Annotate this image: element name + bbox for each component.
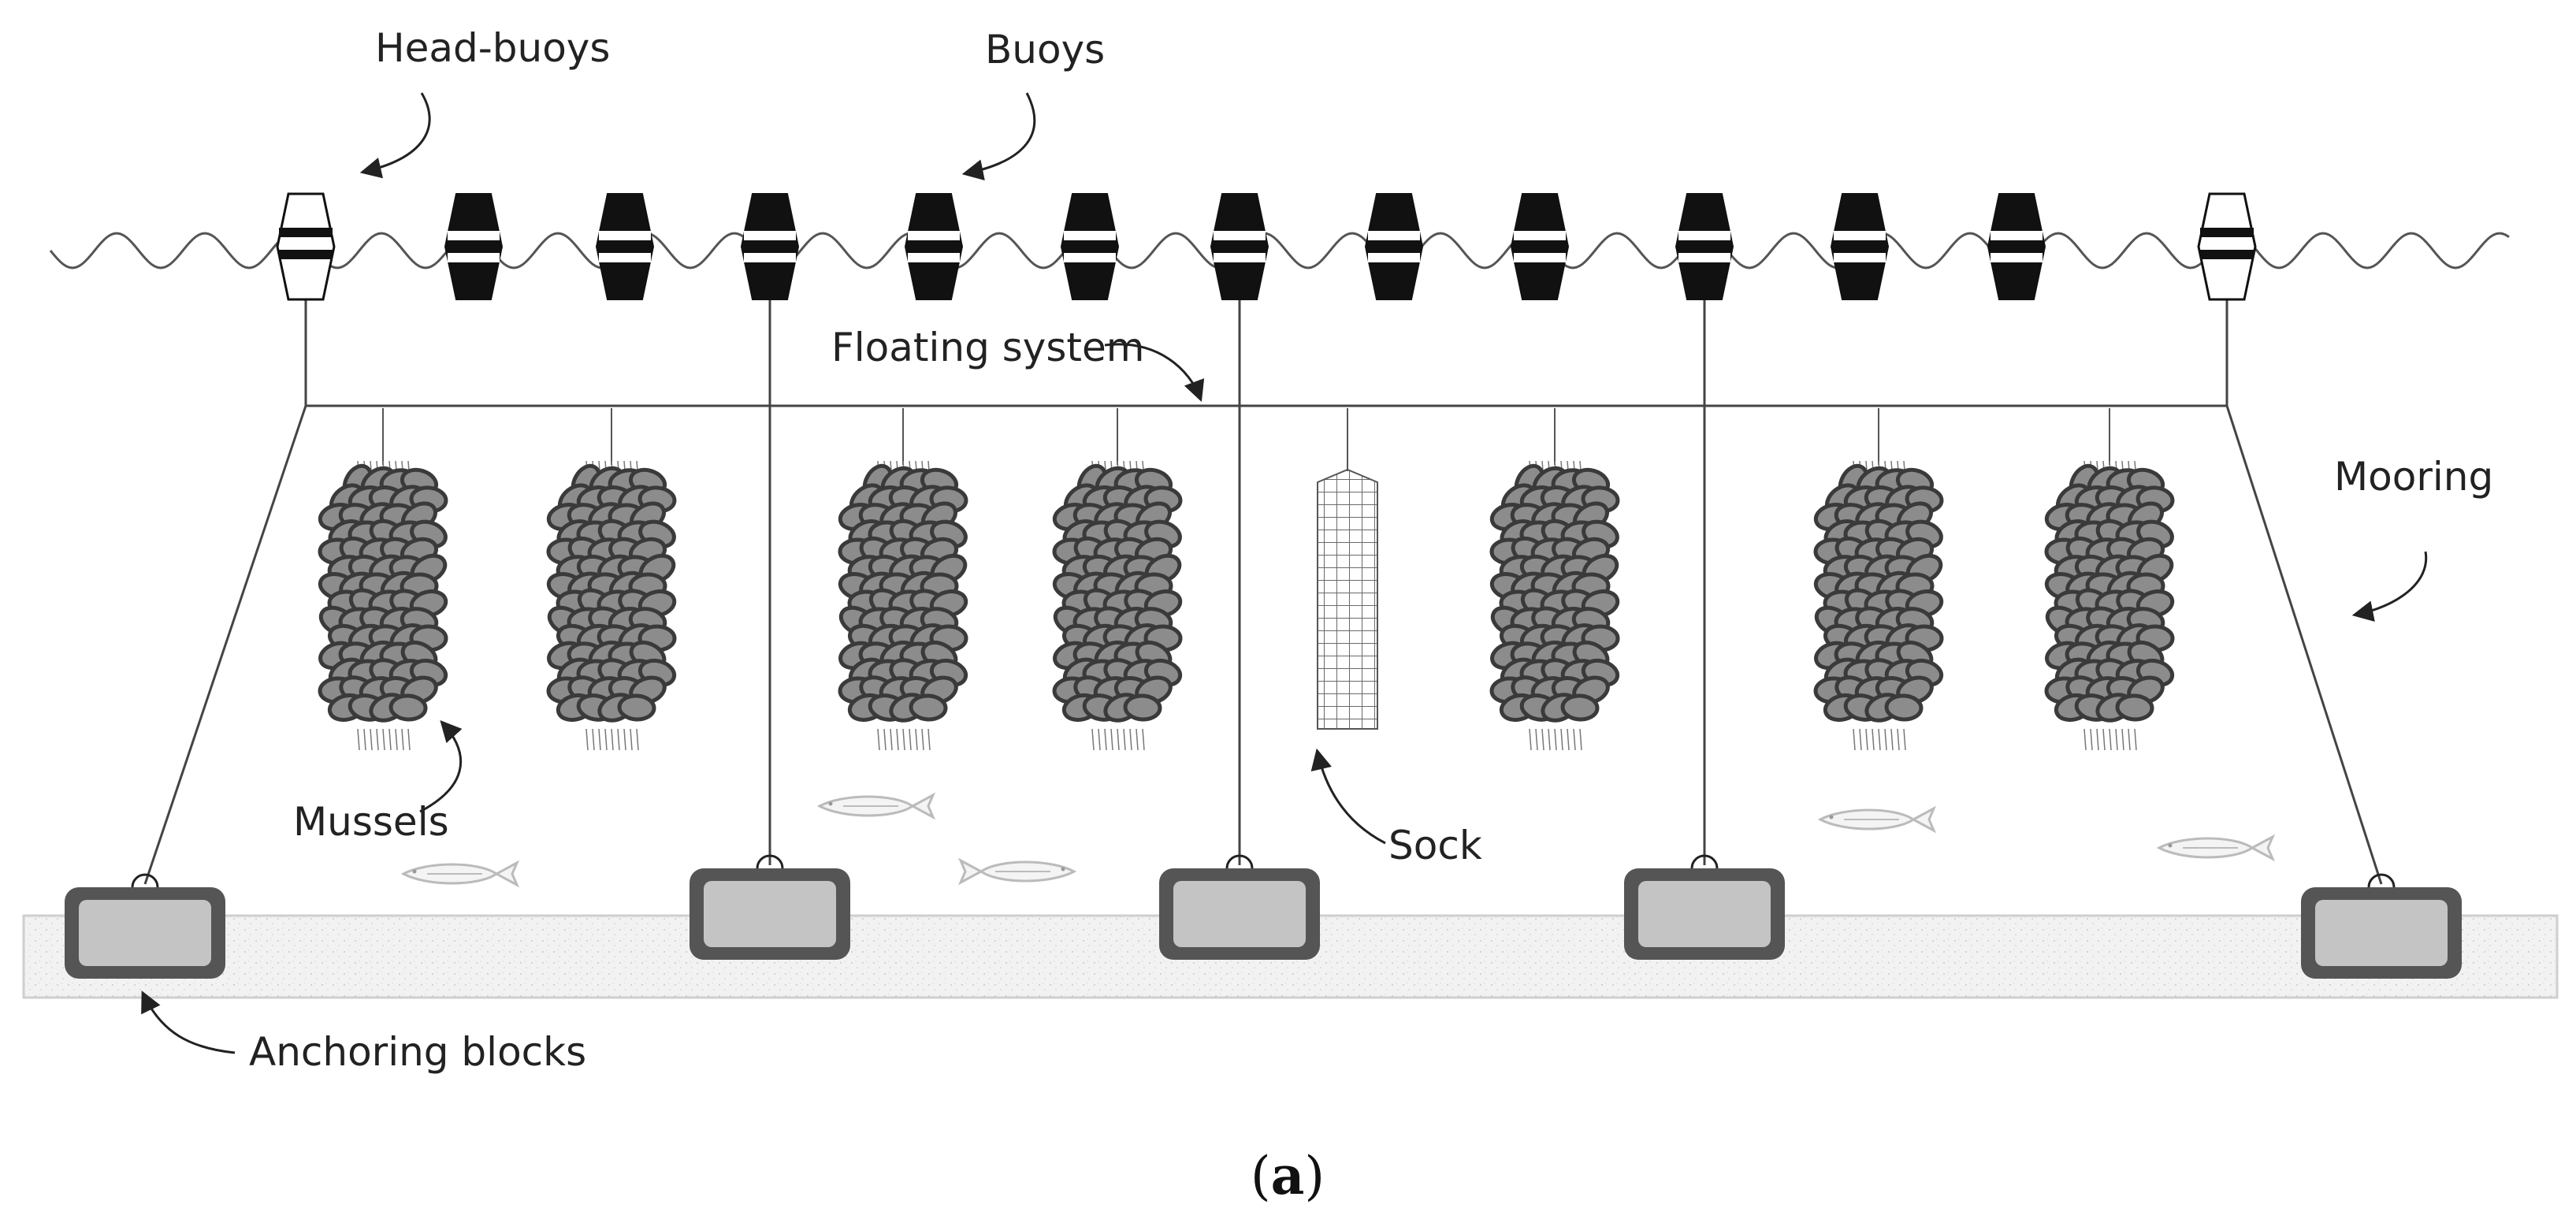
fish xyxy=(1817,805,1937,834)
arrow-anchoring-blocks xyxy=(141,990,236,1054)
fish xyxy=(400,860,520,888)
buoy xyxy=(1210,193,1269,300)
arrow-sock xyxy=(1310,748,1386,845)
arrow-mussels xyxy=(419,719,463,813)
arrow-buoys xyxy=(961,92,1036,180)
mooring-line-left xyxy=(143,405,307,885)
buoy xyxy=(1830,193,1890,300)
mussel-dropper xyxy=(1813,408,1944,751)
buoy xyxy=(1510,193,1570,300)
anchor-block xyxy=(2301,873,2462,979)
mussel-droppers-group xyxy=(318,408,2175,751)
caption-close: ) xyxy=(1304,1146,1325,1206)
mussel-dropper xyxy=(546,408,677,751)
label-anchoring-blocks: Anchoring blocks xyxy=(249,1029,586,1075)
mussel-dropper xyxy=(1489,408,1620,751)
caption-open: ( xyxy=(1251,1146,1271,1206)
buoy xyxy=(595,193,655,300)
buoy xyxy=(1060,193,1120,300)
label-head-buoys: Head-buoys xyxy=(375,25,610,71)
figure-caption: (a) xyxy=(1251,1145,1325,1206)
head-buoy xyxy=(276,192,336,301)
anchor-block xyxy=(65,873,225,979)
anchor-block xyxy=(1159,854,1320,960)
fish xyxy=(2156,834,2276,862)
label-buoys: Buoys xyxy=(985,27,1105,72)
arrow-head-buoys xyxy=(359,92,431,179)
mussel-dropper xyxy=(838,408,968,751)
anchoring-blocks-group xyxy=(65,854,2462,979)
anchor-block xyxy=(1624,854,1785,960)
buoy xyxy=(444,193,504,300)
mooring-line-right xyxy=(2225,405,2383,885)
label-sock: Sock xyxy=(1388,823,1482,868)
annotation-arrows xyxy=(141,92,2428,1054)
buoy xyxy=(740,193,800,300)
caption-letter: a xyxy=(1271,1145,1305,1206)
mussel-dropper xyxy=(1052,408,1183,751)
anchor-block xyxy=(690,854,850,960)
label-mooring: Mooring xyxy=(2334,454,2493,500)
water-surface xyxy=(49,232,2510,269)
mussel-dropper xyxy=(2044,408,2175,751)
arrow-mooring xyxy=(2351,551,2428,622)
arrow-floating-system xyxy=(1104,343,1205,403)
label-mussels: Mussels xyxy=(293,799,449,845)
fish xyxy=(816,792,936,820)
buoy xyxy=(1987,193,2046,300)
buoy xyxy=(904,193,964,300)
head-buoy xyxy=(2197,192,2257,301)
buoys-group xyxy=(276,192,2257,301)
buoy xyxy=(1675,193,1734,300)
fish-group xyxy=(400,792,2276,888)
label-floating-system: Floating system xyxy=(831,325,1144,370)
mussel-dropper xyxy=(318,408,448,751)
fish xyxy=(957,857,1077,886)
buoy xyxy=(1364,193,1424,300)
sock xyxy=(1317,408,1378,730)
anchor-lines xyxy=(304,299,2228,865)
